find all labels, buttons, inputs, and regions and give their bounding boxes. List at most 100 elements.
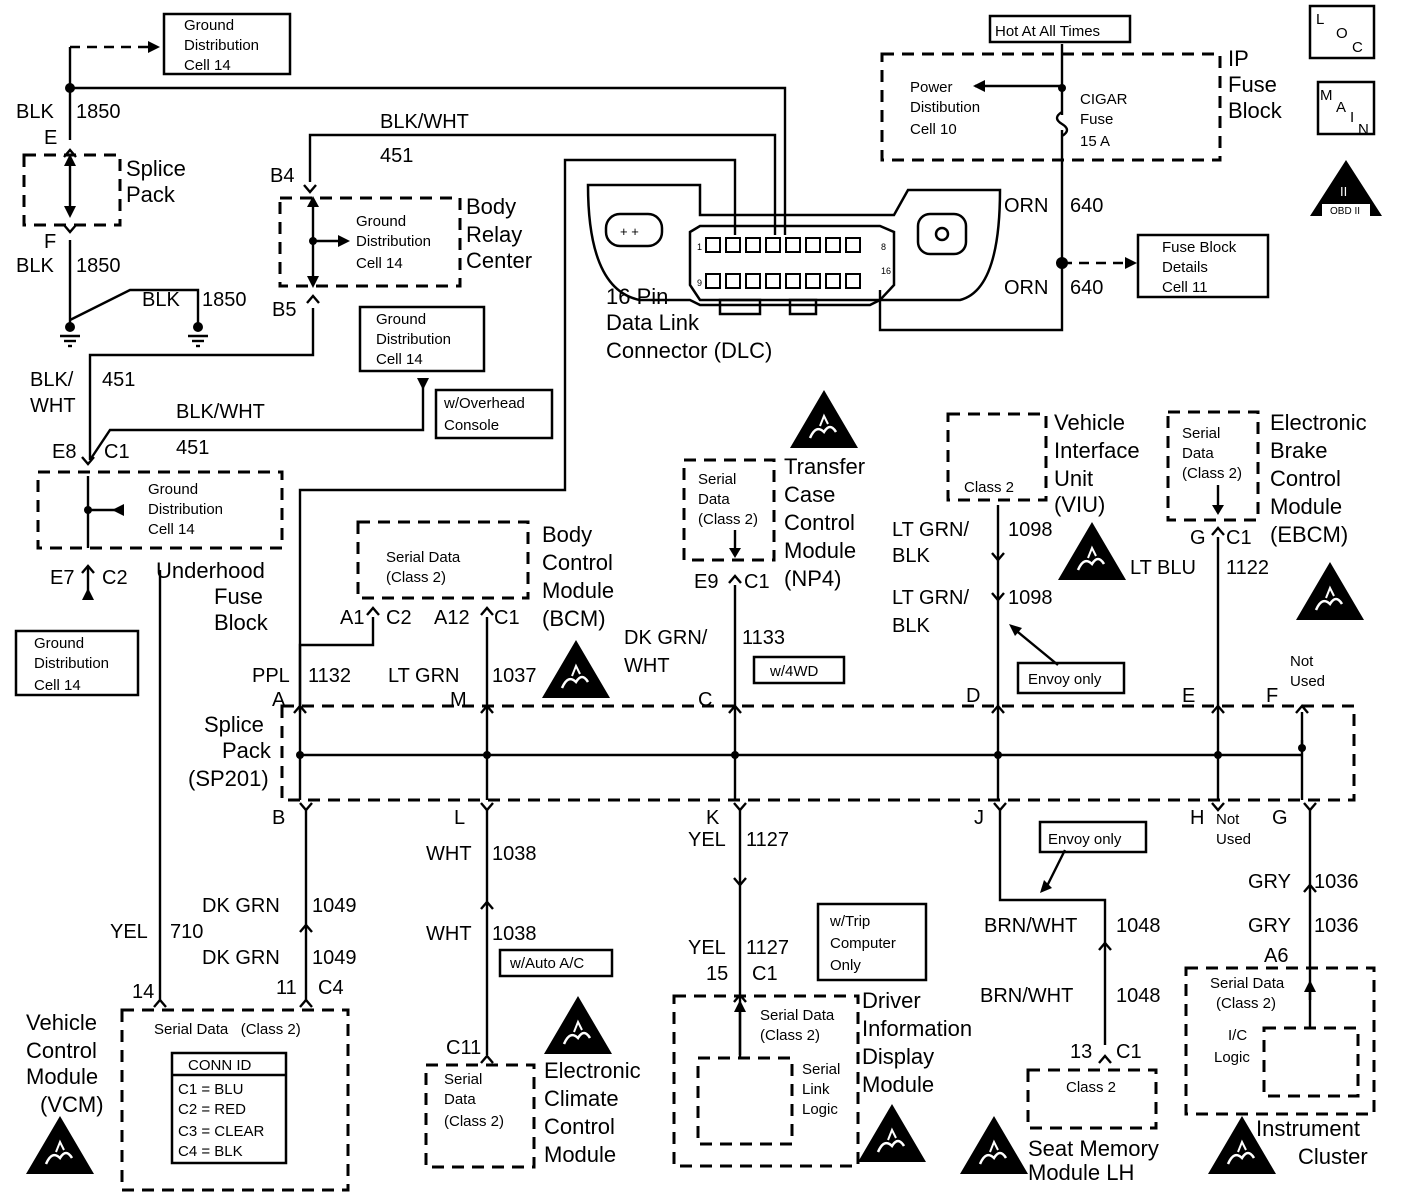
tccm-1: Transfer (784, 454, 865, 479)
blk-wht-451-top-color: BLK/WHT (380, 111, 469, 133)
sp201-1: Splice (204, 712, 264, 737)
e8-conn: C1 (104, 441, 130, 463)
eccm-1: Electronic (544, 1058, 641, 1083)
dim-conn-c1: C1 (752, 963, 778, 985)
not-used-f-1: Not (1290, 653, 1314, 670)
cigar-fuse-1: CIGAR (1080, 91, 1128, 108)
dkgrn-b-color: DK GRN (202, 947, 280, 969)
ic-logic-2: Logic (1214, 1049, 1250, 1066)
body-relay-center-2: Relay (466, 222, 522, 247)
eccm-2: Climate (544, 1086, 619, 1111)
main-m: M (1320, 87, 1333, 104)
fbd-1: Fuse Block (1162, 239, 1237, 256)
brn-b-circuit: 1048 (1116, 985, 1161, 1007)
yel-1127-b-color: YEL (688, 937, 726, 959)
ip-fuse-block-2: Fuse (1228, 72, 1277, 97)
wires (68, 41, 1312, 1055)
sp-top-m: M (450, 689, 467, 711)
viu-1: Vehicle (1054, 410, 1125, 435)
dim-logic-3: Logic (802, 1101, 838, 1118)
dlc-label-2: Data Link (606, 310, 700, 335)
blk-1850-top-circuit: 1850 (76, 101, 121, 123)
dkgrn-wht-3: 1133 (742, 627, 785, 649)
e8-pin: E8 (52, 441, 76, 463)
labels: Ground Distribution Cell 14 Hot At All T… (16, 11, 1369, 1185)
sp-bot-b: B (272, 807, 285, 829)
ufb-gd-3: Cell 14 (148, 521, 195, 538)
loc-l: L (1316, 11, 1324, 28)
bcm-3: Module (542, 578, 614, 603)
not-used-h-2: Used (1216, 831, 1251, 848)
vcm-sd: Serial Data (Class 2) (154, 1021, 301, 1038)
sp-top-a: A (272, 689, 286, 711)
tccm-sd-3: (Class 2) (698, 511, 758, 528)
gd14-mid-1: Ground (376, 311, 426, 328)
b4-pin: B4 (270, 165, 294, 187)
orn-640-b-color: ORN (1004, 277, 1048, 299)
eccm-sd-2: Data (444, 1091, 476, 1108)
ic-a6: A6 (1264, 945, 1288, 967)
yel-1127-b-circuit: 1127 (746, 937, 789, 959)
dim-logic-2: Link (802, 1081, 830, 1098)
gry-a-color: GRY (1248, 871, 1291, 893)
dashed-boxes (22, 52, 1376, 1192)
main-n: N (1358, 121, 1369, 138)
lt-blu-circuit: 1122 (1226, 557, 1269, 579)
dkgrn-b-circuit: 1049 (312, 947, 357, 969)
viu-4: (VIU) (1054, 492, 1105, 517)
dlc-pin16: 16 (881, 266, 891, 276)
blk-wht-l-2: WHT (30, 395, 76, 417)
splice-dots (65, 83, 1306, 759)
tccm-e9-pin: E9 (694, 571, 718, 593)
smm-2: Module LH (1028, 1160, 1134, 1185)
dim-2: Information (862, 1016, 972, 1041)
eccm-3: Control (544, 1114, 615, 1139)
dlc-pin9: 9 (697, 278, 702, 288)
power-dist-3: Cell 10 (910, 121, 957, 138)
yel-710-circuit: 710 (170, 921, 203, 943)
lt-grn-1037-color: LT GRN (388, 665, 460, 687)
body-relay-center-3: Center (466, 248, 532, 273)
e7-pin: E7 (50, 567, 74, 589)
bcm-1: Body (542, 522, 592, 547)
wht-1038-b-circuit: 1038 (492, 923, 537, 945)
ebcm-2: Brake (1270, 438, 1327, 463)
obd-ii-mark: II (1340, 184, 1347, 199)
brc-gd-2: Distribution (356, 233, 431, 250)
lt-grn-1037-circuit: 1037 (492, 665, 537, 687)
dim-pin-15: 15 (706, 963, 728, 985)
w-trip-2: Computer (830, 935, 896, 952)
tccm-e9-conn: C1 (744, 571, 770, 593)
ebcm-1: Electronic (1270, 410, 1367, 435)
ebcm-3: Control (1270, 466, 1341, 491)
tccm-sd-2: Data (698, 491, 730, 508)
gd14-bottom-2: Distribution (34, 655, 109, 672)
bcm-a1-pin: A1 (340, 607, 364, 629)
dkgrn-a-color: DK GRN (202, 895, 280, 917)
yel-1127-a-circuit: 1127 (746, 829, 789, 851)
envoy-only-1: Envoy only (1028, 671, 1102, 688)
bcm-sd-1: Serial Data (386, 549, 461, 566)
blk-1850-f-color: BLK (16, 255, 54, 277)
fbd-2: Details (1162, 259, 1208, 276)
power-dist-2: Distibution (910, 99, 980, 116)
dim-1: Driver (862, 988, 921, 1013)
gd14-top-2: Distribution (184, 37, 259, 54)
b5-pin: B5 (272, 299, 296, 321)
ppl-color: PPL (252, 665, 290, 687)
bcm-sd-2: (Class 2) (386, 569, 446, 586)
dim-sd-1: Serial Data (760, 1007, 835, 1024)
gry-a-circuit: 1036 (1314, 871, 1359, 893)
overhead-console-1: w/Overhead (443, 395, 525, 412)
smm-1: Seat Memory (1028, 1136, 1159, 1161)
ic-sd-1: Serial Data (1210, 975, 1285, 992)
overhead-console-2: Console (444, 417, 499, 434)
ebcm-g-pin: G (1190, 527, 1206, 549)
sp-top-e: E (1182, 685, 1195, 707)
e7-conn: C2 (102, 567, 128, 589)
gd14-top-1: Ground (184, 17, 234, 34)
fuse-symbol (1055, 110, 1069, 138)
underhood-2: Fuse (214, 584, 263, 609)
ebcm-4: Module (1270, 494, 1342, 519)
